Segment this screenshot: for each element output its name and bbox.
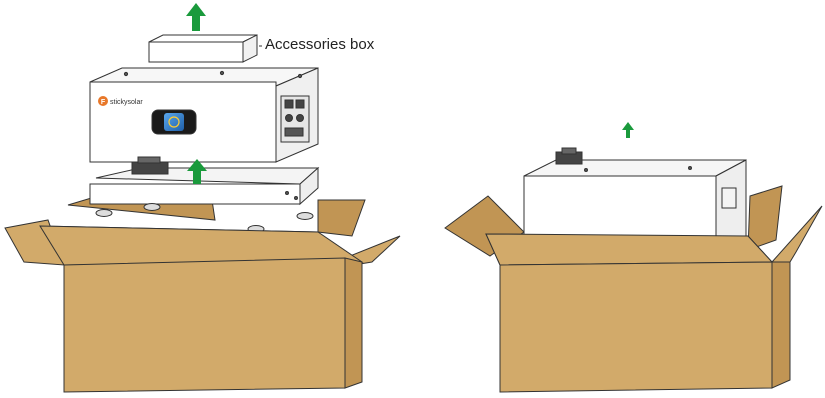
accessories-box-label: Accessories box (265, 36, 374, 53)
carton-left-front (5, 220, 400, 392)
brand-name: stickysolar (110, 99, 143, 106)
brand-logo-letter: F (101, 99, 106, 106)
accessories-box (149, 35, 257, 62)
inverter-unit (90, 68, 318, 162)
arrow-up-icon (186, 3, 206, 31)
right-scene (445, 122, 822, 392)
left-scene: F stickysolar (5, 3, 400, 392)
arrow-up-icon (622, 122, 634, 138)
